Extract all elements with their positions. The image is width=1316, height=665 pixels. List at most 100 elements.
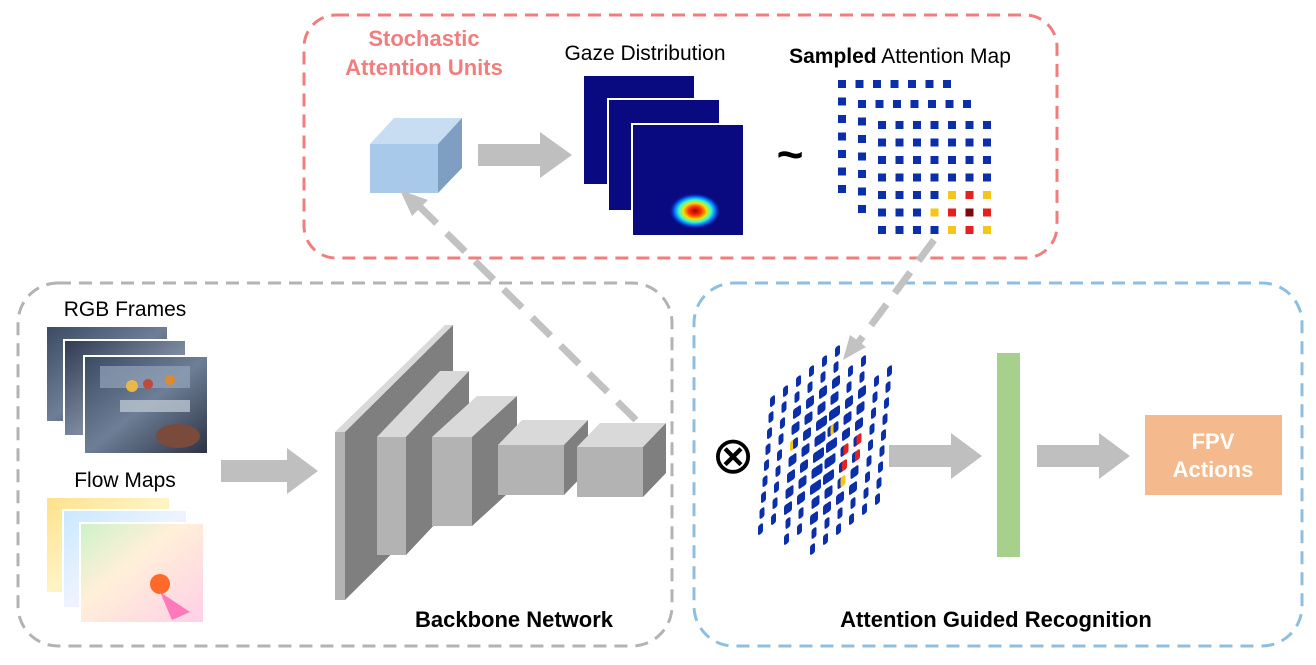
- attended-cell: [879, 445, 885, 457]
- attended-cell: [871, 407, 876, 419]
- attention-cell: [913, 173, 921, 182]
- attention-cell: [895, 173, 904, 182]
- attention-cell: [983, 156, 991, 164]
- attended-cell: [758, 523, 763, 535]
- attention-cell: [983, 191, 991, 199]
- attention-cell: [878, 121, 886, 129]
- attention-cell: [878, 226, 886, 234]
- attended-cell: [774, 481, 779, 493]
- attention-cell: [908, 80, 916, 88]
- attended-cell: [824, 517, 830, 529]
- flow-maps-stack: [45, 496, 205, 624]
- arrow-to-backbone: [221, 448, 318, 494]
- attended-cell: [803, 459, 808, 471]
- attended-cell: [826, 501, 831, 513]
- attention-cell: [948, 226, 956, 234]
- attention-cell: [948, 191, 956, 199]
- attended-cell: [827, 485, 833, 497]
- attention-cell: [983, 173, 991, 182]
- attention-cell: [948, 138, 956, 147]
- attention-cell: [983, 208, 991, 217]
- attended-cell: [762, 475, 768, 487]
- attended-cell: [770, 395, 775, 407]
- attention-cell: [873, 80, 881, 88]
- attended-cell: [884, 397, 889, 409]
- attention-cell: [930, 156, 939, 164]
- attended-cell: [848, 395, 853, 407]
- attention-cell: [965, 191, 974, 199]
- attended-cell: [869, 423, 875, 435]
- attended-cell: [878, 461, 883, 473]
- stochastic-units-box: [302, 13, 1059, 260]
- attention-cell: [983, 121, 991, 129]
- attended-cell: [785, 517, 791, 529]
- attention-cell: [895, 208, 904, 217]
- attended-cell: [845, 427, 850, 439]
- attended-cell: [833, 421, 839, 433]
- attended-cell: [809, 395, 814, 407]
- attention-cell: [948, 173, 956, 182]
- dashed-arrowhead-to-stochastic: [400, 190, 428, 216]
- attended-cell: [807, 411, 813, 423]
- attention-cell: [965, 173, 974, 182]
- attention-cell: [895, 156, 904, 164]
- rgb-frames-stack: [45, 325, 209, 455]
- attended-cell: [790, 469, 795, 481]
- attention-cell: [838, 150, 846, 158]
- attention-cell: [858, 170, 866, 178]
- attended-cell: [835, 405, 840, 417]
- attention-cell: [855, 80, 864, 88]
- attention-cell: [930, 121, 939, 129]
- attention-cell: [878, 156, 886, 164]
- attention-cell: [838, 80, 846, 88]
- attention-cell: [875, 100, 884, 108]
- attention-cell: [925, 80, 934, 88]
- attention-cell: [930, 226, 939, 234]
- attended-cell: [822, 415, 827, 427]
- attention-cell: [878, 208, 886, 217]
- attended-cell: [866, 455, 872, 467]
- dashed-arrowhead-to-recognition: [843, 335, 866, 360]
- attended-cell: [777, 449, 782, 461]
- cnn-layer-4: [498, 420, 588, 495]
- attended-cell: [848, 365, 853, 377]
- attended-cell: [771, 513, 776, 525]
- attended-cell: [865, 471, 870, 483]
- attended-cell: [835, 375, 840, 387]
- attended-cell: [822, 385, 827, 397]
- attended-cell: [843, 443, 849, 455]
- attended-cell: [768, 411, 774, 423]
- attended-cell: [810, 543, 815, 555]
- attention-cell: [930, 173, 939, 182]
- attended-cell: [829, 469, 834, 481]
- attention-cell: [913, 138, 921, 147]
- attention-cell: [963, 100, 971, 108]
- attended-cell: [796, 375, 801, 387]
- attention-cell: [928, 100, 936, 108]
- attended-cell: [833, 391, 839, 403]
- attended-cell: [833, 361, 839, 373]
- attended-cell: [797, 523, 802, 535]
- attended-cell: [868, 439, 873, 451]
- attended-cell: [765, 443, 771, 455]
- attention-cell: [878, 191, 886, 199]
- attention-cell: [930, 191, 939, 199]
- fpv-actions-line1: FPV: [1192, 429, 1235, 454]
- attended-cell: [764, 459, 769, 471]
- fc-layer: [997, 353, 1020, 557]
- attention-cell: [913, 208, 921, 217]
- attended-cell: [806, 427, 811, 439]
- attended-cell: [788, 485, 794, 497]
- attended-cell: [856, 433, 862, 445]
- attended-cell: [807, 381, 813, 393]
- arrow-to-fc-layer: [889, 433, 982, 479]
- attention-cell: [913, 191, 921, 199]
- attended-cell: [872, 391, 878, 403]
- attended-cell: [823, 533, 828, 545]
- attended-cell: [798, 507, 804, 519]
- attention-recognition-box: [692, 281, 1304, 648]
- multiply-symbol: ⊗: [711, 427, 755, 485]
- attention-cell: [965, 208, 974, 217]
- attention-cell: [913, 156, 921, 164]
